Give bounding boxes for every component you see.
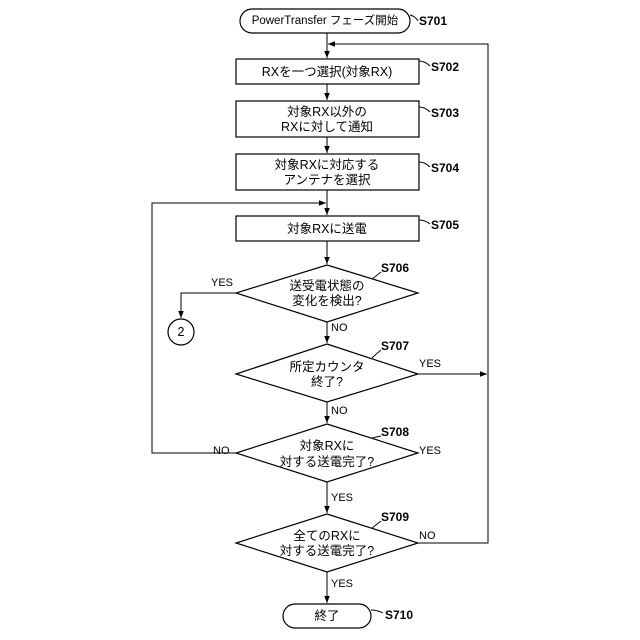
step-s703-line-2: RXに対して通知 — [281, 120, 373, 134]
step-s707-number: S707 — [381, 339, 409, 353]
step-s708-yes-right-label: YES — [419, 445, 441, 457]
step-s707-leader — [372, 350, 381, 358]
connector-label: 2 — [178, 325, 185, 339]
step-s707-no-label: NO — [331, 405, 348, 417]
step-s704-line-1: 対象RXに対応する — [275, 158, 380, 172]
step-s703-line-1: 対象RX以外の — [287, 105, 367, 119]
step-s709-no-label: NO — [419, 530, 436, 542]
step-s710-leader — [371, 610, 383, 613]
step-s704-leader — [419, 162, 430, 167]
step-s703-text: 対象RX以外のRXに対して通知 — [281, 105, 373, 134]
step-s709-yes-label: YES — [331, 578, 353, 590]
step-s706-no-label: NO — [331, 322, 348, 334]
step-s709-line-1: 全てのRXに — [293, 528, 360, 543]
step-s709-number: S709 — [381, 510, 409, 524]
step-s706-line-2: 変化を検出? — [292, 293, 362, 308]
start-terminator-label: PowerTransfer フェーズ開始 — [252, 13, 399, 27]
step-s703-number: S703 — [431, 106, 459, 120]
step-s710-number: S710 — [385, 608, 413, 622]
end-terminator-label: 終了 — [314, 608, 339, 623]
step-s708-number: S708 — [381, 425, 409, 439]
step-s701-leader — [410, 15, 418, 21]
step-s707-yes-label: YES — [419, 358, 441, 370]
step-s705-text: 対象RXに送電 — [287, 221, 367, 236]
step-s708-yes-label: YES — [331, 492, 353, 504]
step-s701-number: S701 — [419, 14, 447, 28]
step-s704-line-2: アンテナを選択 — [283, 173, 371, 187]
step-s708-no-label: NO — [213, 445, 230, 457]
step-s703-leader — [419, 107, 430, 112]
step-s702-leader — [419, 61, 430, 66]
step-s708-line-1: 対象RXに — [300, 439, 355, 453]
step-s709-line-2: 対する送電完了? — [280, 543, 375, 558]
step-s705-line-1: 対象RXに送電 — [287, 221, 367, 236]
step-s707-line-2: 終了? — [311, 374, 343, 389]
step-s702-text: RXを一つ選択(対象RX) — [262, 65, 393, 79]
step-s708-line-2: 対する送電完了? — [280, 454, 375, 469]
step-s702-number: S702 — [431, 60, 459, 74]
edge-s706-yes-to-connector — [181, 293, 236, 318]
step-s702-line-1: RXを一つ選択(対象RX) — [262, 65, 393, 79]
step-s706-leader — [372, 272, 381, 279]
step-s706-number: S706 — [381, 261, 409, 275]
step-s709-leader — [372, 521, 381, 528]
step-s704-text: 対象RXに対応するアンテナを選択 — [275, 158, 380, 187]
step-s708-leader — [372, 436, 381, 438]
step-s706-yes-label: YES — [211, 277, 233, 289]
step-s705-leader — [419, 220, 430, 224]
step-s707-line-1: 所定カウンタ — [289, 359, 364, 374]
step-s706-line-1: 送受電状態の — [289, 278, 364, 293]
step-s704-number: S704 — [431, 161, 459, 175]
step-s705-number: S705 — [431, 218, 459, 232]
